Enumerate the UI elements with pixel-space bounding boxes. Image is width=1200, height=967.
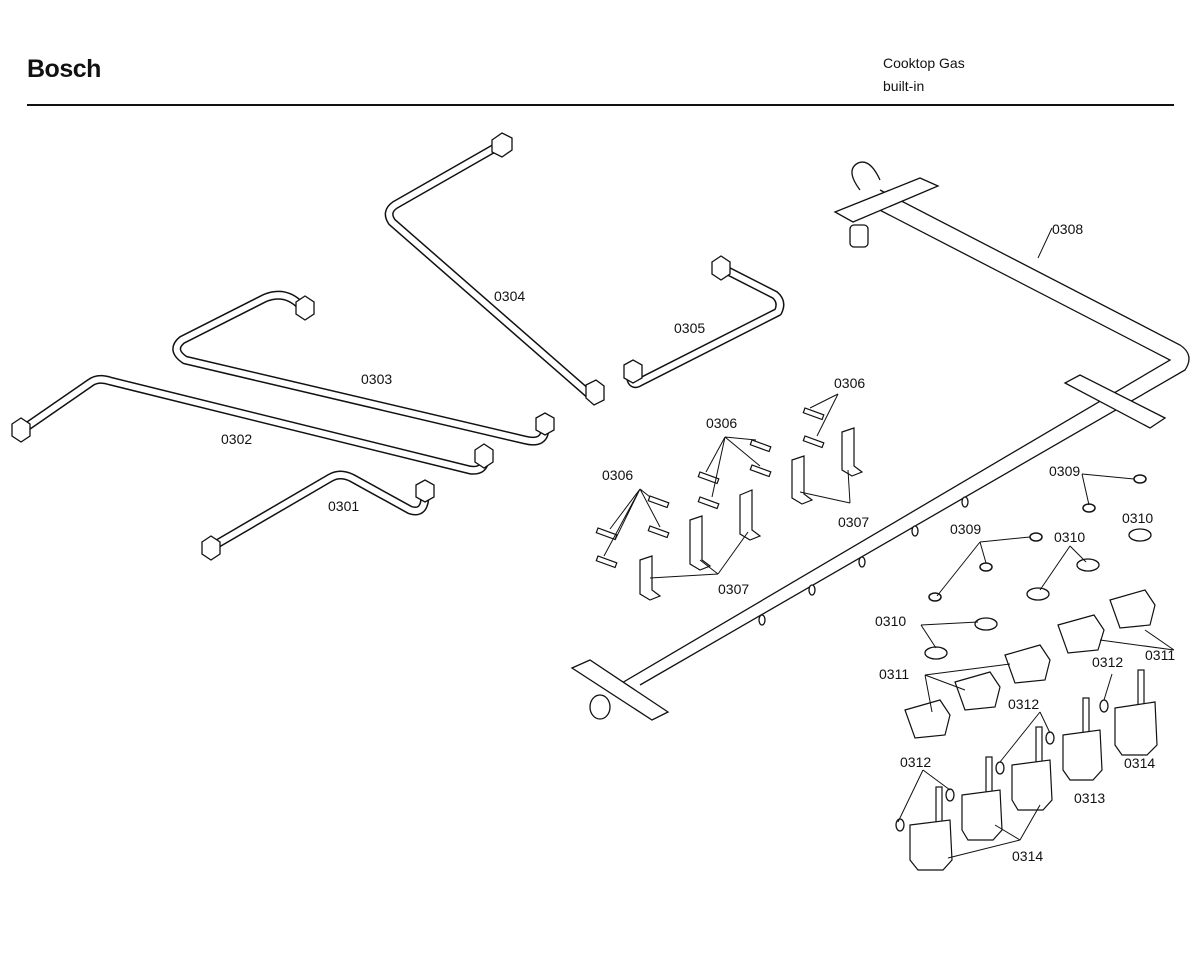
label-0301[interactable]: 0301 [328, 498, 359, 514]
bracket-icon [570, 177, 1167, 721]
leader-lines [603, 227, 1175, 859]
part-0309-nuts[interactable] [928, 474, 1147, 602]
label-0304[interactable]: 0304 [494, 288, 525, 304]
nut-fitting-icon [11, 417, 31, 443]
label-0309-b[interactable]: 0309 [950, 521, 981, 537]
nut-fitting-icon [491, 132, 513, 158]
brand-name: Bosch [27, 55, 101, 83]
label-0312-c[interactable]: 0312 [900, 754, 931, 770]
part-0314-valves[interactable] [909, 669, 1158, 871]
label-0307-b[interactable]: 0307 [838, 514, 869, 530]
part-0306-screws[interactable] [595, 407, 825, 569]
part-0307-clips[interactable] [639, 427, 864, 601]
label-0312-a[interactable]: 0312 [1092, 654, 1123, 670]
product-title-line2: built-in [883, 78, 925, 94]
nut-fitting-icon [623, 359, 643, 384]
part-0301-tube[interactable] [201, 470, 435, 561]
label-0314-b[interactable]: 0314 [1012, 848, 1043, 864]
manifold-outlet-holes [758, 496, 969, 626]
part-0311-brackets[interactable] [904, 589, 1156, 739]
label-0302[interactable]: 0302 [221, 431, 252, 447]
label-0308[interactable]: 0308 [1052, 221, 1083, 237]
nut-fitting-icon [415, 479, 435, 503]
part-0305-tube[interactable] [623, 255, 785, 389]
nut-fitting-icon [295, 295, 315, 321]
label-0314-a[interactable]: 0314 [1124, 755, 1155, 771]
label-0309-a[interactable]: 0309 [1049, 463, 1080, 479]
nut-fitting-icon [201, 535, 221, 561]
nut-fitting-icon [474, 443, 494, 469]
header-divider [27, 104, 1174, 106]
label-0310-c[interactable]: 0310 [875, 613, 906, 629]
label-0313[interactable]: 0313 [1074, 790, 1105, 806]
nut-fitting-icon [585, 379, 605, 406]
label-0311-b[interactable]: 0311 [879, 666, 909, 682]
nut-fitting-icon [535, 412, 555, 436]
label-0306-a[interactable]: 0306 [602, 467, 633, 483]
label-0303[interactable]: 0303 [361, 371, 392, 387]
part-labels: 0301 0302 0303 0304 0305 0306 0306 0306 … [221, 221, 1175, 864]
product-title-line1: Cooktop Gas [883, 55, 965, 71]
label-0311-a[interactable]: 0311 [1145, 647, 1175, 663]
part-0310-washers[interactable] [924, 528, 1152, 660]
part-0308-manifold[interactable] [570, 161, 1190, 721]
label-0306-b[interactable]: 0306 [706, 415, 737, 431]
part-0304-tube[interactable] [384, 132, 605, 406]
part-0313-valve[interactable] [1062, 697, 1103, 781]
label-0306-c[interactable]: 0306 [834, 375, 865, 391]
part-0303-tube[interactable] [172, 290, 555, 446]
label-0307-a[interactable]: 0307 [718, 581, 749, 597]
label-0310-b[interactable]: 0310 [1054, 529, 1085, 545]
label-0312-b[interactable]: 0312 [1008, 696, 1039, 712]
nut-fitting-icon [711, 255, 731, 281]
label-0310-a[interactable]: 0310 [1122, 510, 1153, 526]
part-0302-tube[interactable] [11, 374, 494, 475]
label-0305[interactable]: 0305 [674, 320, 705, 336]
